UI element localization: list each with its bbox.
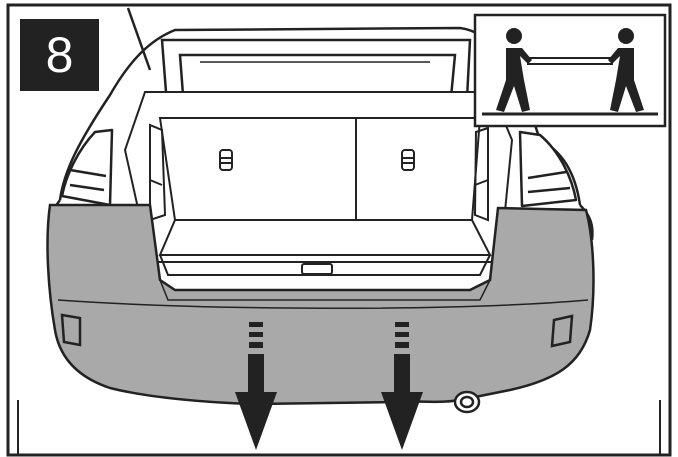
step-number-badge: 8 (20, 19, 99, 91)
cargo-area (123, 91, 514, 276)
two-person-lift-icon (473, 13, 667, 128)
arrow-down-icon (381, 322, 423, 450)
frame-sides (17, 400, 661, 455)
antenna (126, 7, 152, 71)
arrow-down-icon (235, 322, 277, 450)
